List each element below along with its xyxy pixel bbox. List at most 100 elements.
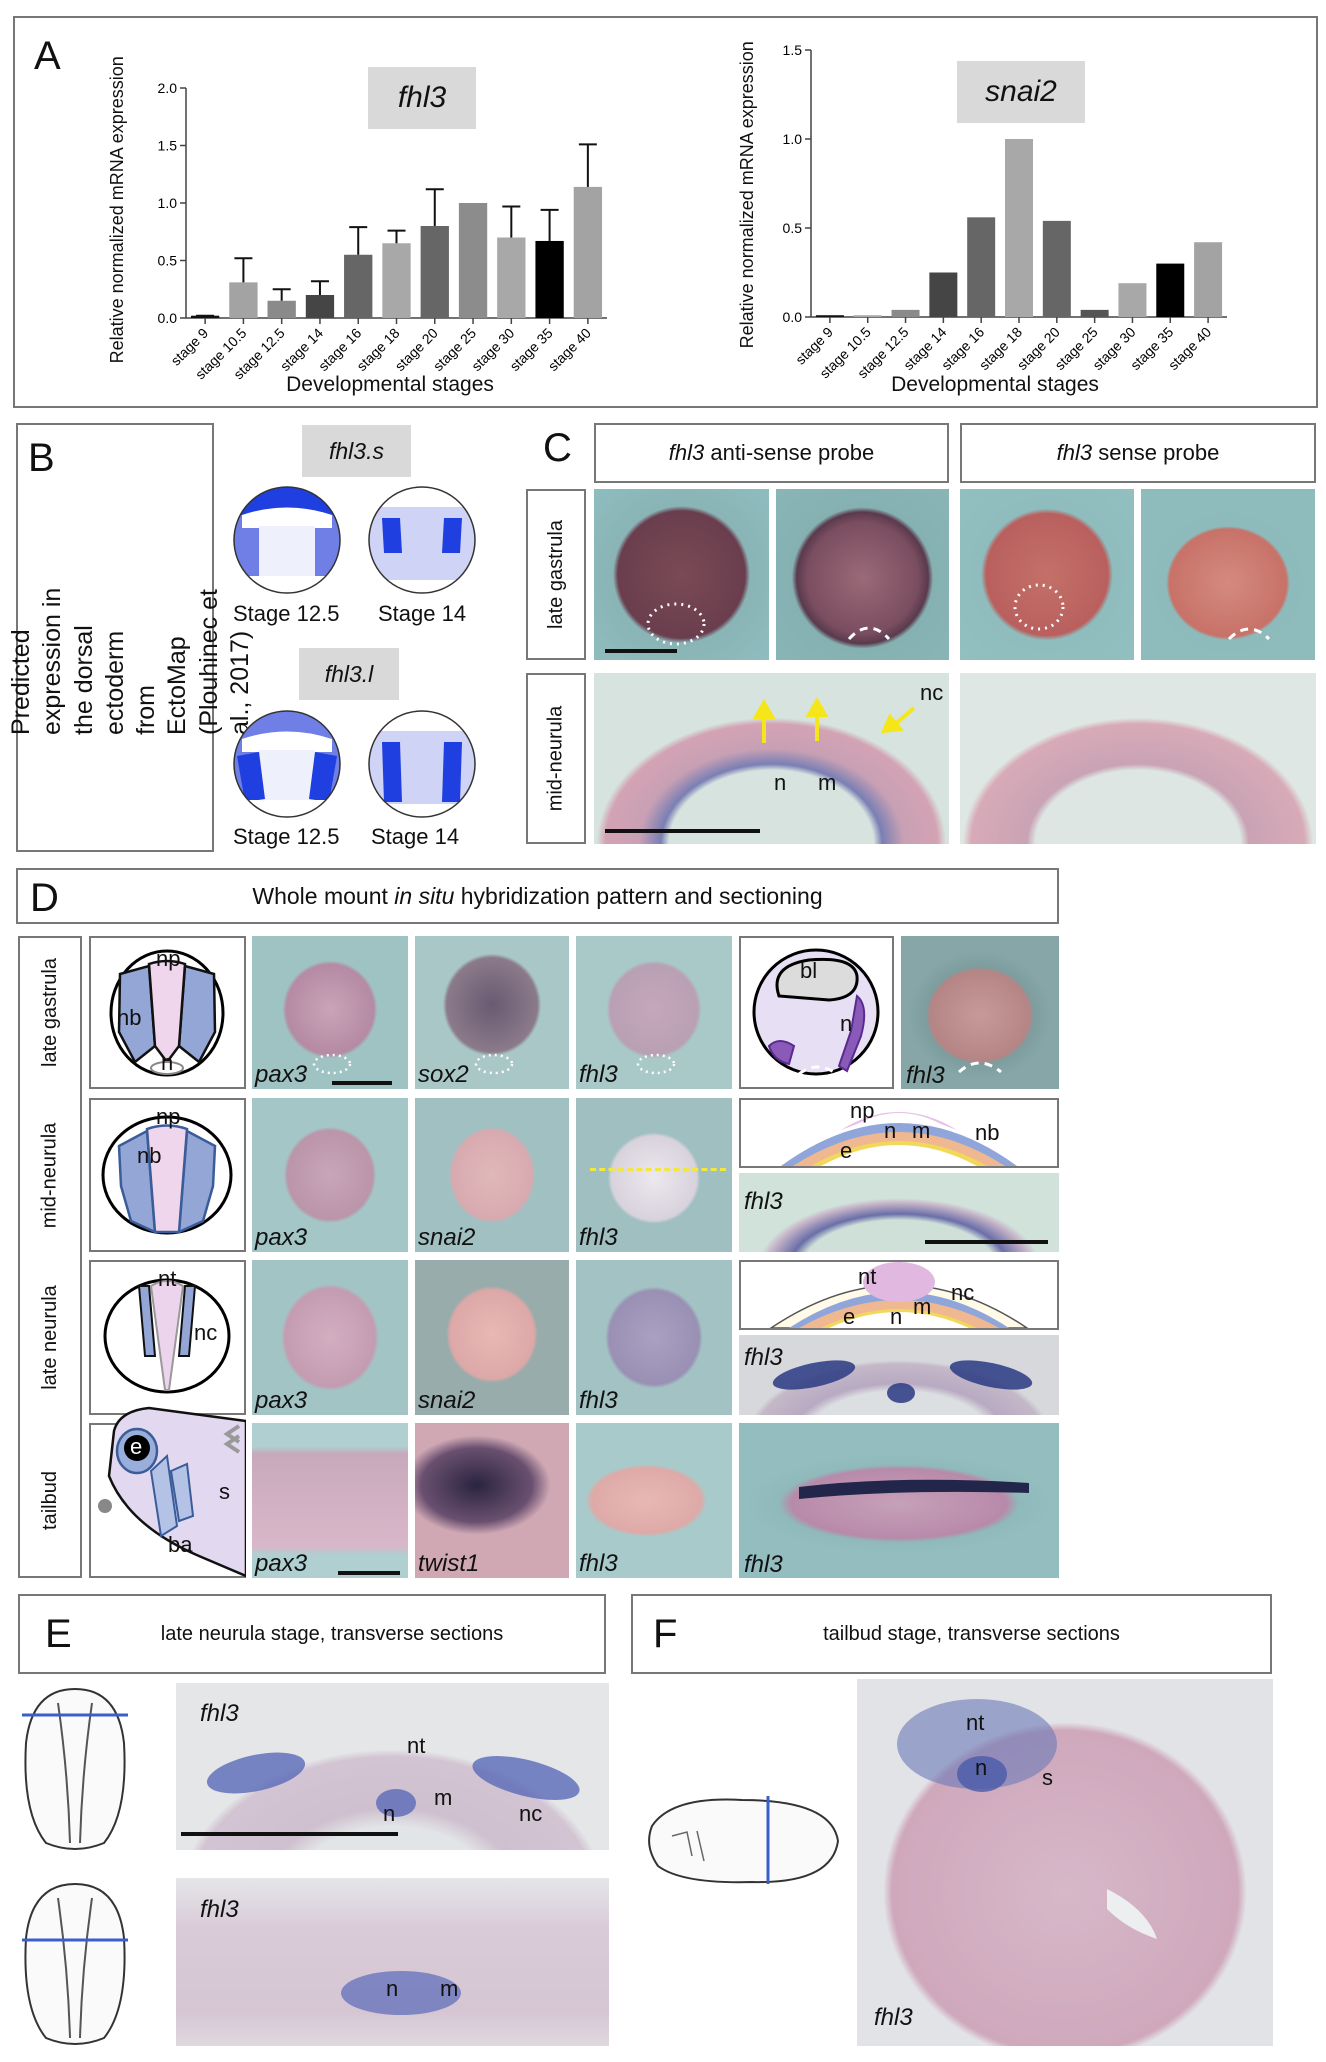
embryo-photo	[415, 1260, 569, 1415]
bar	[1194, 242, 1223, 317]
stain-marks	[341, 1971, 461, 2015]
schematic-label: s	[219, 1479, 230, 1504]
row-label: late gastrula	[38, 958, 61, 1067]
section-label: nt	[966, 1710, 985, 1735]
gene-label-fhl3l: fhl3.l	[299, 648, 399, 700]
gene-label-fhl3s: fhl3.s	[302, 425, 411, 477]
schematic-label: nc	[194, 1320, 218, 1345]
gene-label: fhl3	[579, 1061, 618, 1088]
column-header-antisense: fhl3 anti-sense probe	[594, 423, 949, 483]
section-label: nc	[519, 1801, 543, 1826]
x-tick-label: stage 40	[545, 325, 594, 374]
yellow-arrows	[752, 696, 916, 743]
gene-label: snai2	[418, 1387, 476, 1414]
y-axis-label-fhl3: Relative normalized mRNA expression	[107, 56, 128, 364]
stain-marks	[206, 1752, 580, 1817]
ectomap-circle	[368, 710, 476, 818]
scale-bar	[181, 1832, 398, 1836]
gene-label: pax3	[255, 1224, 308, 1251]
embryo-photo	[415, 1423, 569, 1578]
bar	[853, 315, 882, 317]
bar	[267, 300, 296, 318]
label-m: m	[818, 770, 837, 795]
section-label: e	[840, 1138, 853, 1163]
section-diagram	[769, 1262, 1029, 1328]
stage-label: Stage 14	[371, 824, 460, 849]
y-tick-label: 2.0	[158, 80, 178, 96]
y-tick-label: 0.5	[783, 220, 803, 236]
stage-label: Stage 14	[378, 601, 467, 626]
gene-label: pax3	[255, 1550, 308, 1577]
section-photo-sense	[960, 673, 1316, 844]
gene-label: fhl3	[579, 1224, 618, 1251]
section-label: n	[884, 1118, 897, 1143]
section-label: n	[890, 1304, 903, 1329]
stain-marks	[897, 1699, 1157, 1939]
stain-marks	[772, 1360, 1033, 1403]
dashed-arc	[847, 626, 891, 641]
panel-a-label: A	[34, 34, 61, 78]
section-label: n	[386, 1976, 399, 2001]
y-axis-label-snai2: Relative normalized mRNA expression	[737, 41, 758, 349]
bar	[1005, 139, 1033, 317]
section-label: m	[912, 1118, 931, 1143]
scale-bar	[605, 829, 760, 833]
gene-label: fhl3	[200, 1700, 239, 1727]
bar	[305, 295, 335, 318]
panel-f-header: tailbud stage, transverse sections	[631, 1594, 1272, 1674]
dotted-ellipse	[636, 1053, 676, 1075]
gene-label: sox2	[418, 1061, 469, 1088]
embryo-photo	[252, 1260, 408, 1415]
schematic-label: n	[840, 1011, 853, 1036]
bar	[1042, 220, 1071, 317]
tailbud-embryo-drawing	[648, 1796, 840, 1884]
row-labels-column	[18, 936, 82, 1578]
gene-label: fhl3	[874, 2004, 913, 2031]
y-tick-label: 0.0	[158, 310, 178, 326]
gene-label: fhl3	[579, 1550, 618, 1577]
panel-c-label: C	[543, 426, 572, 470]
embryo-drawing-cut-2	[22, 1882, 128, 2045]
bar	[535, 240, 564, 318]
chart-title-fhl3: fhl3	[368, 67, 476, 129]
row-label: mid-neurula	[38, 1122, 61, 1228]
row-label: late neurula	[38, 1285, 61, 1390]
embryo-photo	[576, 1098, 732, 1252]
section-label: m	[440, 1976, 459, 2001]
section-label: n	[975, 1755, 988, 1780]
embryo-photo	[252, 1423, 408, 1578]
section-plane-line	[590, 1168, 726, 1171]
gene-label: snai2	[418, 1224, 476, 1251]
y-tick-label: 1.5	[783, 42, 803, 58]
section-label: e	[843, 1304, 856, 1329]
panel-d-label: D	[30, 876, 59, 920]
bar	[344, 254, 373, 318]
panel-a	[13, 16, 1318, 408]
bar	[497, 237, 526, 318]
gene-label: fhl3	[744, 1344, 783, 1371]
scale-bar	[925, 1240, 1048, 1244]
section-label: s	[1042, 1765, 1053, 1790]
gene-label: fhl3	[906, 1062, 945, 1089]
section-label: nc	[951, 1280, 975, 1305]
schematic-label: nb	[117, 1005, 142, 1030]
chart-title-snai2: snai2	[957, 61, 1085, 123]
y-tick-label: 1.0	[783, 131, 803, 147]
schematic-label: e	[130, 1434, 143, 1459]
bar	[891, 309, 920, 317]
gene-label: fhl3	[200, 1896, 239, 1923]
gene-label: fhl3	[744, 1188, 783, 1215]
dotted-ellipse	[646, 602, 706, 646]
section-label: nt	[407, 1733, 426, 1758]
section-label: nt	[858, 1264, 877, 1289]
y-tick-label: 1.0	[158, 195, 178, 211]
row-label: tailbud	[38, 1471, 61, 1530]
schematic-label: bl	[800, 958, 818, 983]
section-label: n	[383, 1801, 396, 1826]
label-nc: nc	[920, 680, 944, 705]
embryo-photo	[594, 489, 769, 660]
bar	[1156, 263, 1185, 317]
embryo-photo	[576, 1260, 732, 1415]
scale-bar	[332, 1081, 392, 1085]
panel-f-label: F	[653, 1612, 678, 1656]
